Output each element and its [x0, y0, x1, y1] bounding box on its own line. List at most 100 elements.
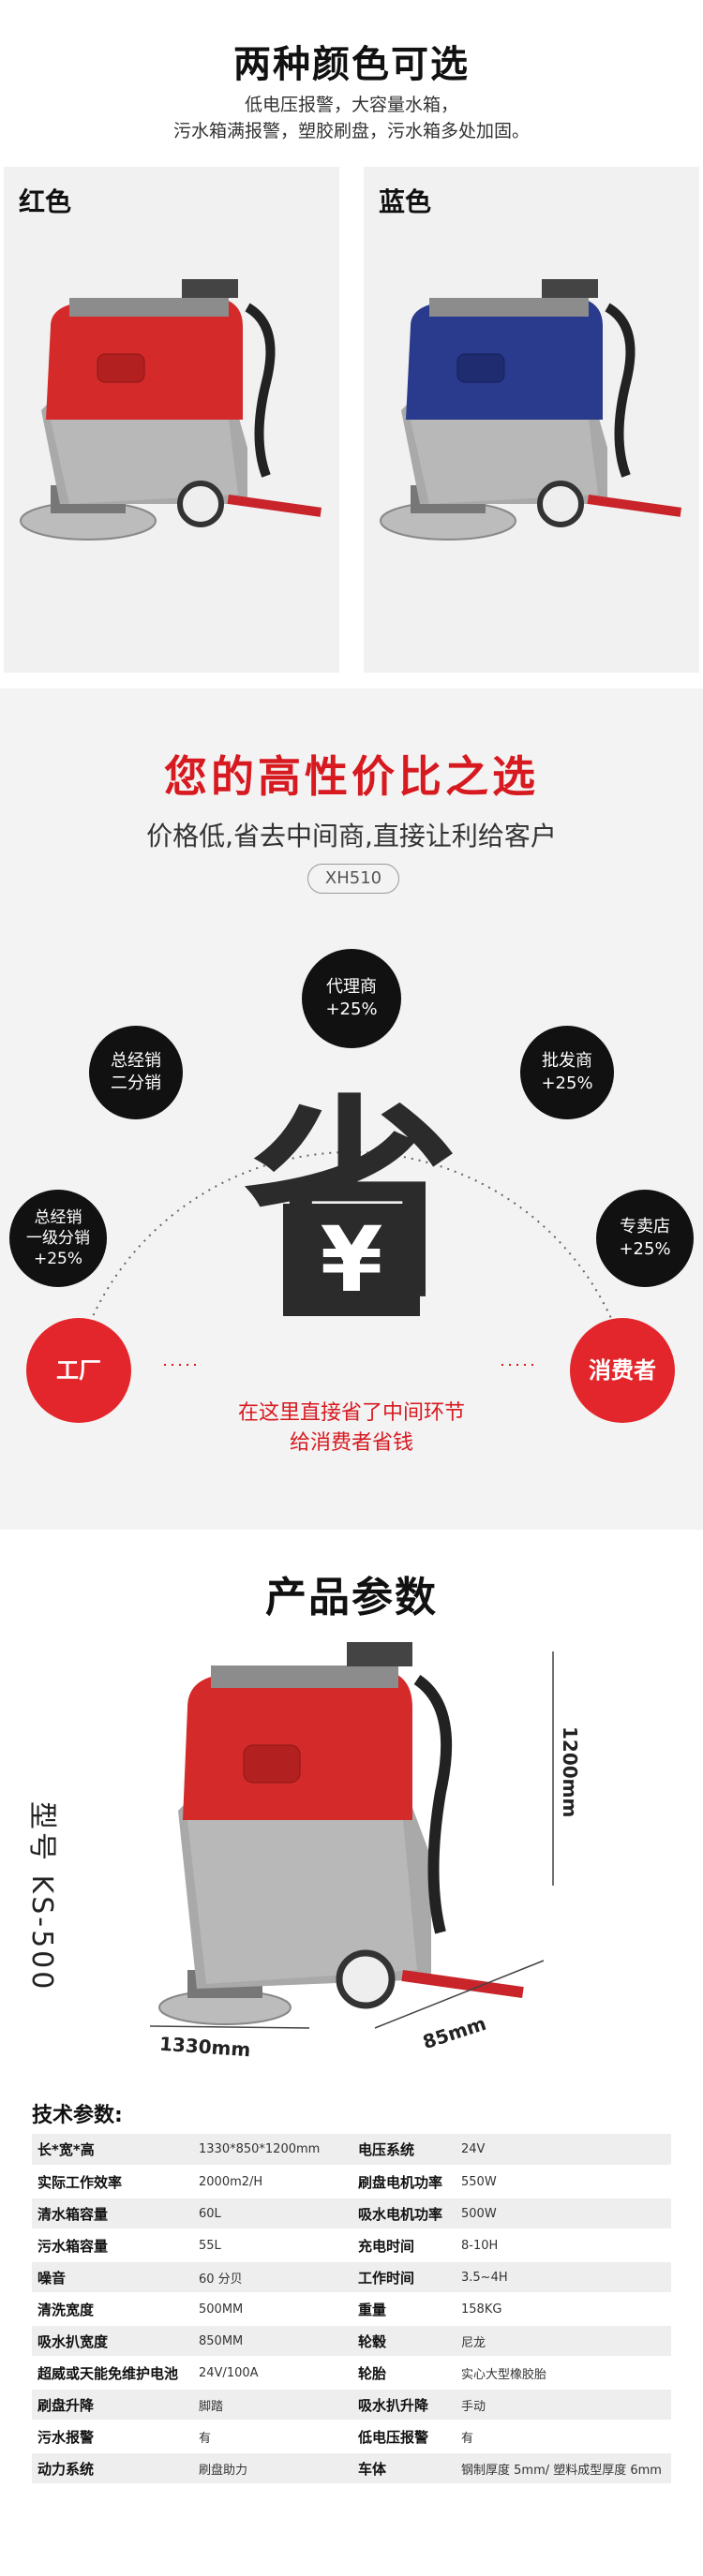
- spec-label: 轮胎: [352, 2357, 456, 2390]
- spec-label: 电压系统: [352, 2134, 456, 2167]
- node-store: 专卖店 +25%: [596, 1190, 694, 1287]
- yen-symbol: ¥: [320, 1207, 383, 1312]
- spec-label: 轮毂: [352, 2325, 456, 2358]
- description-line-2: 污水箱满报警，塑胶刷盘，污水箱多处加固。: [172, 121, 530, 141]
- spec-value: 1330*850*1200mm: [193, 2134, 352, 2167]
- model-vertical-label: 型号 KS-500: [25, 1801, 58, 1992]
- node-wholesale-markup: +25%: [541, 1073, 593, 1093]
- yen-block: ¥: [283, 1204, 420, 1316]
- spec-label: 长*宽*高: [32, 2134, 193, 2167]
- blue-variant-label: 蓝色: [379, 186, 432, 217]
- spec-label: 低电压报警: [352, 2421, 456, 2453]
- spec-label: 实际工作效率: [32, 2166, 193, 2198]
- spec-value: 158KG: [456, 2293, 671, 2326]
- spec-value: 刷盘助力: [193, 2452, 352, 2485]
- price-subtitle: 价格低,省去中间商,直接让利给客户: [146, 821, 557, 851]
- spec-label: 污水报警: [32, 2421, 193, 2453]
- product-dimension-image: [150, 1642, 554, 2029]
- spec-value: 550W: [456, 2166, 671, 2198]
- node-factory: 工厂: [26, 1318, 131, 1423]
- spec-label: 吸水扒宽度: [32, 2325, 193, 2358]
- spec-value: 实心大型橡胶胎: [456, 2357, 671, 2390]
- spec-value: 500MM: [193, 2293, 352, 2326]
- model-badge: XH510: [307, 864, 399, 894]
- red-variant-card: 红色: [4, 167, 339, 673]
- spec-label: 污水箱容量: [32, 2229, 193, 2262]
- spec-label: 刷盘电机功率: [352, 2166, 456, 2198]
- node-general-distributor-2: 总经销 二分销: [89, 1026, 183, 1119]
- spec-value: 8-10H: [456, 2229, 671, 2262]
- spec-label: 吸水扒升降: [352, 2389, 456, 2421]
- spec-value: 850MM: [193, 2325, 352, 2358]
- spec-label: 刷盘升降: [32, 2389, 193, 2421]
- color-options-description: 低电压报警，大容量水箱， 污水箱满报警，塑胶刷盘，污水箱多处加固。: [0, 92, 703, 144]
- spec-label: 吸水电机功率: [352, 2198, 456, 2230]
- spec-row: 刷盘升降脚踏吸水扒升降手动: [32, 2389, 671, 2421]
- node-agent-label: 代理商: [326, 977, 377, 997]
- spec-value: 有: [456, 2421, 671, 2453]
- node-gd2-sub: 二分销: [111, 1073, 161, 1093]
- dimension-length: 1330mm: [158, 2032, 252, 2062]
- node-store-label: 专卖店: [620, 1217, 670, 1236]
- red-scrubber-image: [20, 279, 322, 540]
- node-factory-label: 工厂: [56, 1357, 101, 1384]
- dimension-height: 1200mm: [559, 1726, 581, 1818]
- node-gd1-label: 总经销: [34, 1208, 82, 1227]
- node-agent: 代理商 +25%: [302, 949, 401, 1048]
- spec-label: 充电时间: [352, 2229, 456, 2262]
- node-gd2-label: 总经销: [111, 1051, 161, 1071]
- color-options-section: 两种颜色可选 低电压报警，大容量水箱， 污水箱满报警，塑胶刷盘，污水箱多处加固。…: [0, 0, 703, 674]
- spec-value: 60 分贝: [193, 2261, 352, 2294]
- spec-label: 超威或天能免维护电池: [32, 2357, 193, 2390]
- spec-value: 3.5~4H: [456, 2261, 671, 2294]
- price-advantage-section: 您的高性价比之选 价格低,省去中间商,直接让利给客户 XH510 省 ¥ 代理商…: [0, 688, 703, 1530]
- spec-value: 24V: [456, 2134, 671, 2167]
- spec-row: 动力系统刷盘助力车体钢制厚度 5mm/ 塑料成型厚度 6mm: [32, 2452, 671, 2485]
- spec-label: 噪音: [32, 2261, 193, 2294]
- spec-value: 2000m2/H: [193, 2166, 352, 2198]
- color-options-title: 两种颜色可选: [233, 43, 470, 86]
- spec-value: 钢制厚度 5mm/ 塑料成型厚度 6mm: [456, 2452, 671, 2485]
- node-general-distributor-1: 总经销 一级分销 +25%: [9, 1190, 107, 1287]
- price-title: 您的高性价比之选: [164, 751, 539, 802]
- spec-value: 500W: [456, 2198, 671, 2230]
- node-wholesaler: 批发商 +25%: [520, 1026, 614, 1119]
- savings-message: 在这里直接省了中间环节 给消费者省钱: [0, 1399, 703, 1458]
- spec-label: 清水箱容量: [32, 2198, 193, 2230]
- node-consumer: 消费者: [570, 1318, 675, 1423]
- savings-message-line-2: 给消费者省钱: [289, 1431, 413, 1455]
- spec-label: 动力系统: [32, 2452, 193, 2485]
- spec-value: 脚踏: [193, 2389, 352, 2421]
- spec-value: 55L: [193, 2229, 352, 2262]
- red-variant-label: 红色: [19, 186, 72, 217]
- product-params-section: 产品参数 型号 KS-500 1200mm 1330mm 85mm 技术参数: …: [0, 1530, 703, 2576]
- savings-message-line-1: 在这里直接省了中间环节: [237, 1401, 465, 1425]
- node-wholesale-label: 批发商: [542, 1051, 592, 1071]
- distribution-arc: [69, 1151, 634, 1387]
- node-agent-markup: +25%: [325, 999, 378, 1019]
- description-line-1: 低电压报警，大容量水箱，: [244, 95, 458, 115]
- node-gd1-sub: 一级分销: [26, 1229, 90, 1248]
- node-store-markup: +25%: [619, 1239, 671, 1259]
- spec-label: 清洗宽度: [32, 2293, 193, 2326]
- spec-value: 尼龙: [456, 2325, 671, 2358]
- spec-value: 24V/100A: [193, 2357, 352, 2390]
- params-title: 产品参数: [265, 1574, 438, 1621]
- blue-scrubber-image: [380, 279, 682, 540]
- node-gd1-markup: +25%: [33, 1250, 83, 1268]
- spec-heading: 技术参数:: [32, 2104, 123, 2127]
- spec-label: 重量: [352, 2293, 456, 2326]
- node-consumer-label: 消费者: [589, 1357, 656, 1384]
- spec-label: 工作时间: [352, 2261, 456, 2294]
- blue-variant-card: 蓝色: [364, 167, 699, 673]
- spec-row: 污水报警有低电压报警有: [32, 2421, 671, 2453]
- spec-value: 60L: [193, 2198, 352, 2230]
